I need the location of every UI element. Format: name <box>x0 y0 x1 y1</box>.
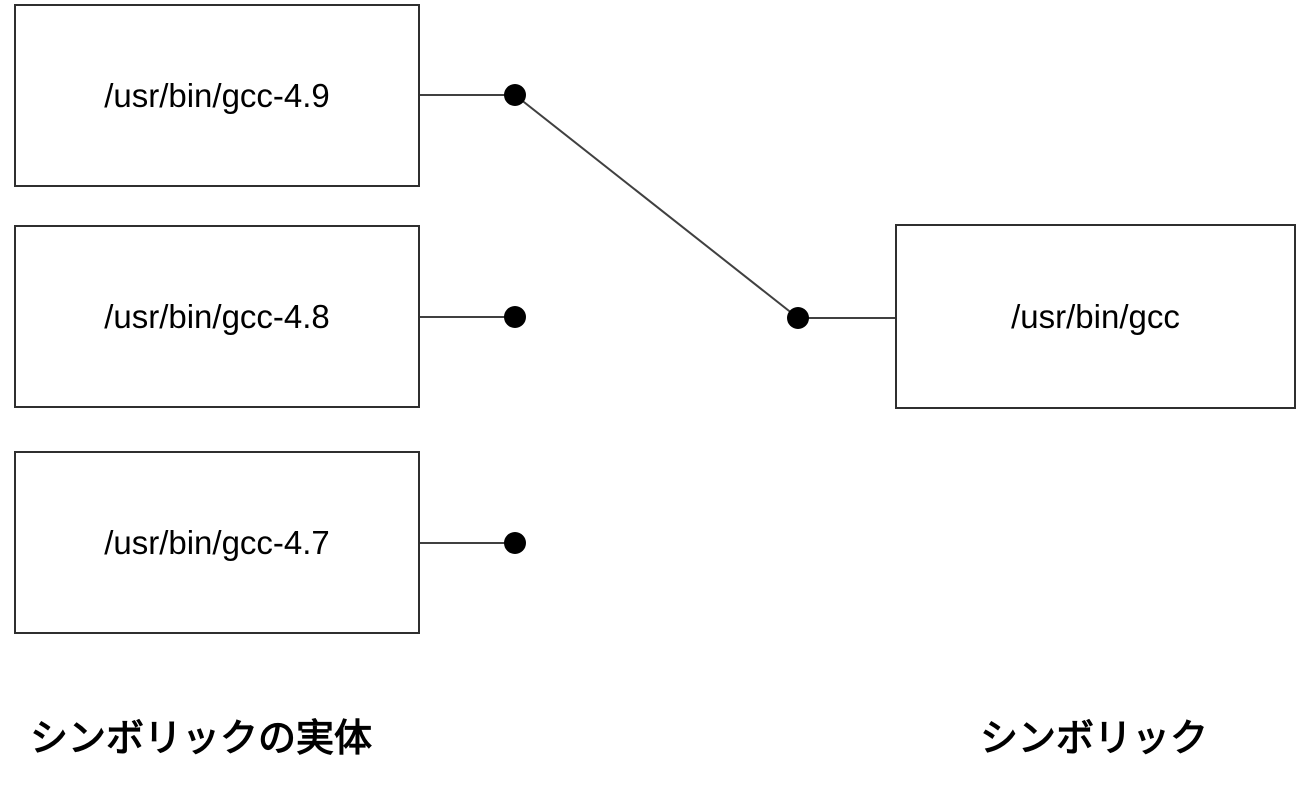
target-label-gcc47: /usr/bin/gcc-4.7 <box>104 523 330 561</box>
endpoint-dot-gcc48 <box>504 306 526 328</box>
target-label-gcc49: /usr/bin/gcc-4.9 <box>104 76 330 114</box>
endpoint-dot-gcc <box>787 307 809 329</box>
connector-diagonal-gcc49-to-gcc <box>514 94 799 319</box>
symlink-box-gcc: /usr/bin/gcc <box>895 224 1296 409</box>
target-box-gcc48: /usr/bin/gcc-4.8 <box>14 225 420 408</box>
target-box-gcc47: /usr/bin/gcc-4.7 <box>14 451 420 634</box>
target-label-gcc48: /usr/bin/gcc-4.8 <box>104 297 330 335</box>
target-box-gcc49: /usr/bin/gcc-4.9 <box>14 4 420 187</box>
caption-symlink-targets: シンボリックの実体 <box>30 718 373 760</box>
symlink-label-gcc: /usr/bin/gcc <box>1011 297 1180 335</box>
endpoint-dot-gcc49 <box>504 84 526 106</box>
caption-symlink: シンボリック <box>980 718 1209 760</box>
endpoint-dot-gcc47 <box>504 532 526 554</box>
